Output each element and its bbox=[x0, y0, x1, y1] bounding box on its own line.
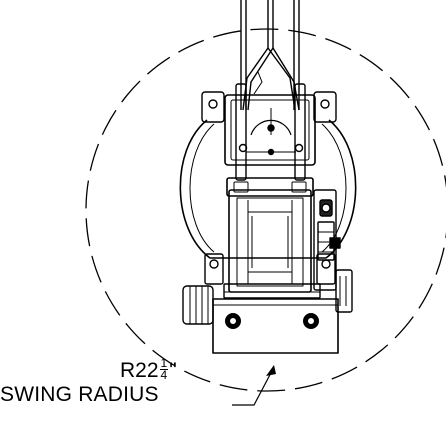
right-handwheel bbox=[303, 313, 319, 329]
radius-prefix: R22 bbox=[120, 359, 159, 382]
swing-radius-label: SWING RADIUS bbox=[0, 383, 159, 406]
leader-arrowhead bbox=[266, 365, 276, 376]
leader-line bbox=[232, 368, 274, 406]
hoist-assembly bbox=[179, 0, 357, 354]
left-handwheel bbox=[225, 313, 241, 329]
fraction-numerator: 1 bbox=[159, 355, 169, 370]
fraction-denominator: 4 bbox=[160, 367, 168, 382]
swing-radius-circle bbox=[85, 28, 446, 392]
radius-unit: " bbox=[169, 359, 177, 382]
